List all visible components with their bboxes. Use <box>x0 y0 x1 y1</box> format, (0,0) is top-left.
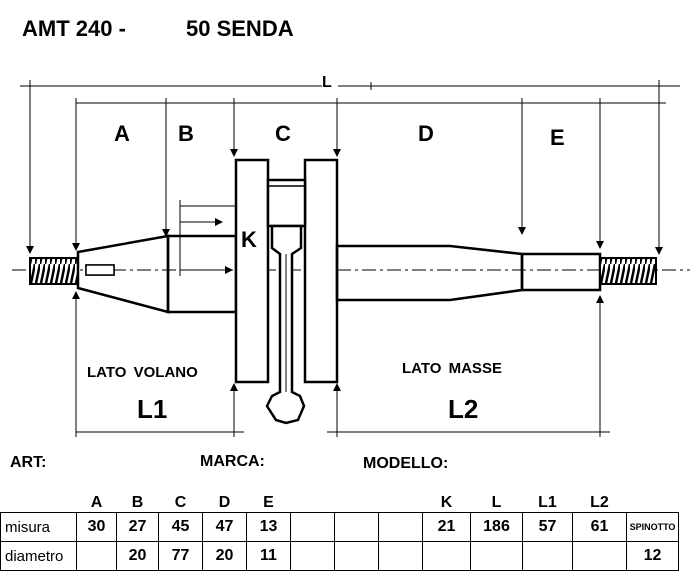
table-cell <box>290 512 335 542</box>
marca-label: MARCA: <box>200 453 265 470</box>
table-header-cell: L1 <box>538 494 557 511</box>
label-A: A <box>114 121 130 146</box>
label-E: E <box>550 125 565 150</box>
table-cell: 27 <box>116 512 159 542</box>
right-crank-web <box>303 158 339 384</box>
row-label: diametro <box>0 541 77 571</box>
table-cell <box>290 541 335 571</box>
label-D: D <box>418 121 434 146</box>
table-cell <box>76 541 117 571</box>
right-thread <box>599 257 657 285</box>
table-cell: 21 <box>422 512 471 542</box>
table-cell <box>334 541 379 571</box>
model-code: AMT 240 - <box>22 16 126 41</box>
table-row: diametro 20 77 20 11 12 <box>0 541 679 571</box>
left-crank-web <box>234 158 270 384</box>
table-header-row: A B C D E K L L1 L2 <box>1 491 679 513</box>
table-header-cell: D <box>218 494 231 511</box>
dim-line-K <box>179 200 272 276</box>
spinotto-header: SPINOTTO <box>626 512 679 542</box>
table-cell: 77 <box>158 541 203 571</box>
table-cell: 12 <box>626 541 679 571</box>
label-B: B <box>178 121 194 146</box>
label-L2: L2 <box>448 394 479 424</box>
table-header-cell: E <box>263 494 274 511</box>
table-cell: 20 <box>116 541 159 571</box>
table-header-cell <box>335 491 379 513</box>
table-header-cell: A <box>90 494 103 511</box>
dim-line-sections <box>75 98 666 108</box>
right-shaft <box>520 252 602 292</box>
table-header-cell <box>627 491 679 513</box>
table-cell <box>522 541 573 571</box>
extension-lines <box>26 86 663 255</box>
art-label: ART: <box>10 454 47 471</box>
label-K: K <box>241 227 257 252</box>
table-header-cell <box>291 491 335 513</box>
table-cell <box>378 541 423 571</box>
label-L1: L1 <box>137 394 168 424</box>
table-cell: 45 <box>158 512 203 542</box>
table-header-empty <box>1 491 77 513</box>
keyway-slot <box>85 264 115 276</box>
lower-extension-lines <box>72 291 604 432</box>
side-left-label: LATO VOLANO <box>87 364 198 381</box>
crank-pin <box>266 178 307 228</box>
table-cell <box>334 512 379 542</box>
dim-line-L1-L2 <box>75 427 610 437</box>
table-header-cell <box>379 491 423 513</box>
model-name: 50 SENDA <box>186 16 294 41</box>
table-cell <box>378 512 423 542</box>
label-L: L <box>322 74 332 91</box>
table-header-cell: K <box>440 494 453 511</box>
table-cell <box>572 541 627 571</box>
table-cell: 57 <box>522 512 573 542</box>
table-cell: 61 <box>572 512 627 542</box>
table-header-cell: B <box>131 494 144 511</box>
dim-line-L <box>20 80 680 92</box>
specs-table: A B C D E K L L1 L2 misura 30 27 45 47 1… <box>0 491 679 571</box>
table-cell: 13 <box>246 512 291 542</box>
table-cell <box>470 541 523 571</box>
table-cell: 186 <box>470 512 523 542</box>
left-journal <box>166 234 238 314</box>
label-C: C <box>275 121 291 146</box>
table-row: misura 30 27 45 47 13 21 186 57 61 SPINO… <box>0 512 679 542</box>
left-thread <box>29 257 79 285</box>
side-right-label: LATO MASSE <box>402 360 502 377</box>
table-cell: 11 <box>246 541 291 571</box>
table-cell <box>422 541 471 571</box>
right-journal <box>335 244 524 302</box>
row-label: misura <box>0 512 77 542</box>
table-header-cell: C <box>174 494 187 511</box>
table-cell: 20 <box>202 541 247 571</box>
modello-label: MODELLO: <box>363 455 449 472</box>
table-cell: 47 <box>202 512 247 542</box>
table-cell: 30 <box>76 512 117 542</box>
table-header-cell: L2 <box>590 494 609 511</box>
table-header-cell: L <box>491 494 502 511</box>
